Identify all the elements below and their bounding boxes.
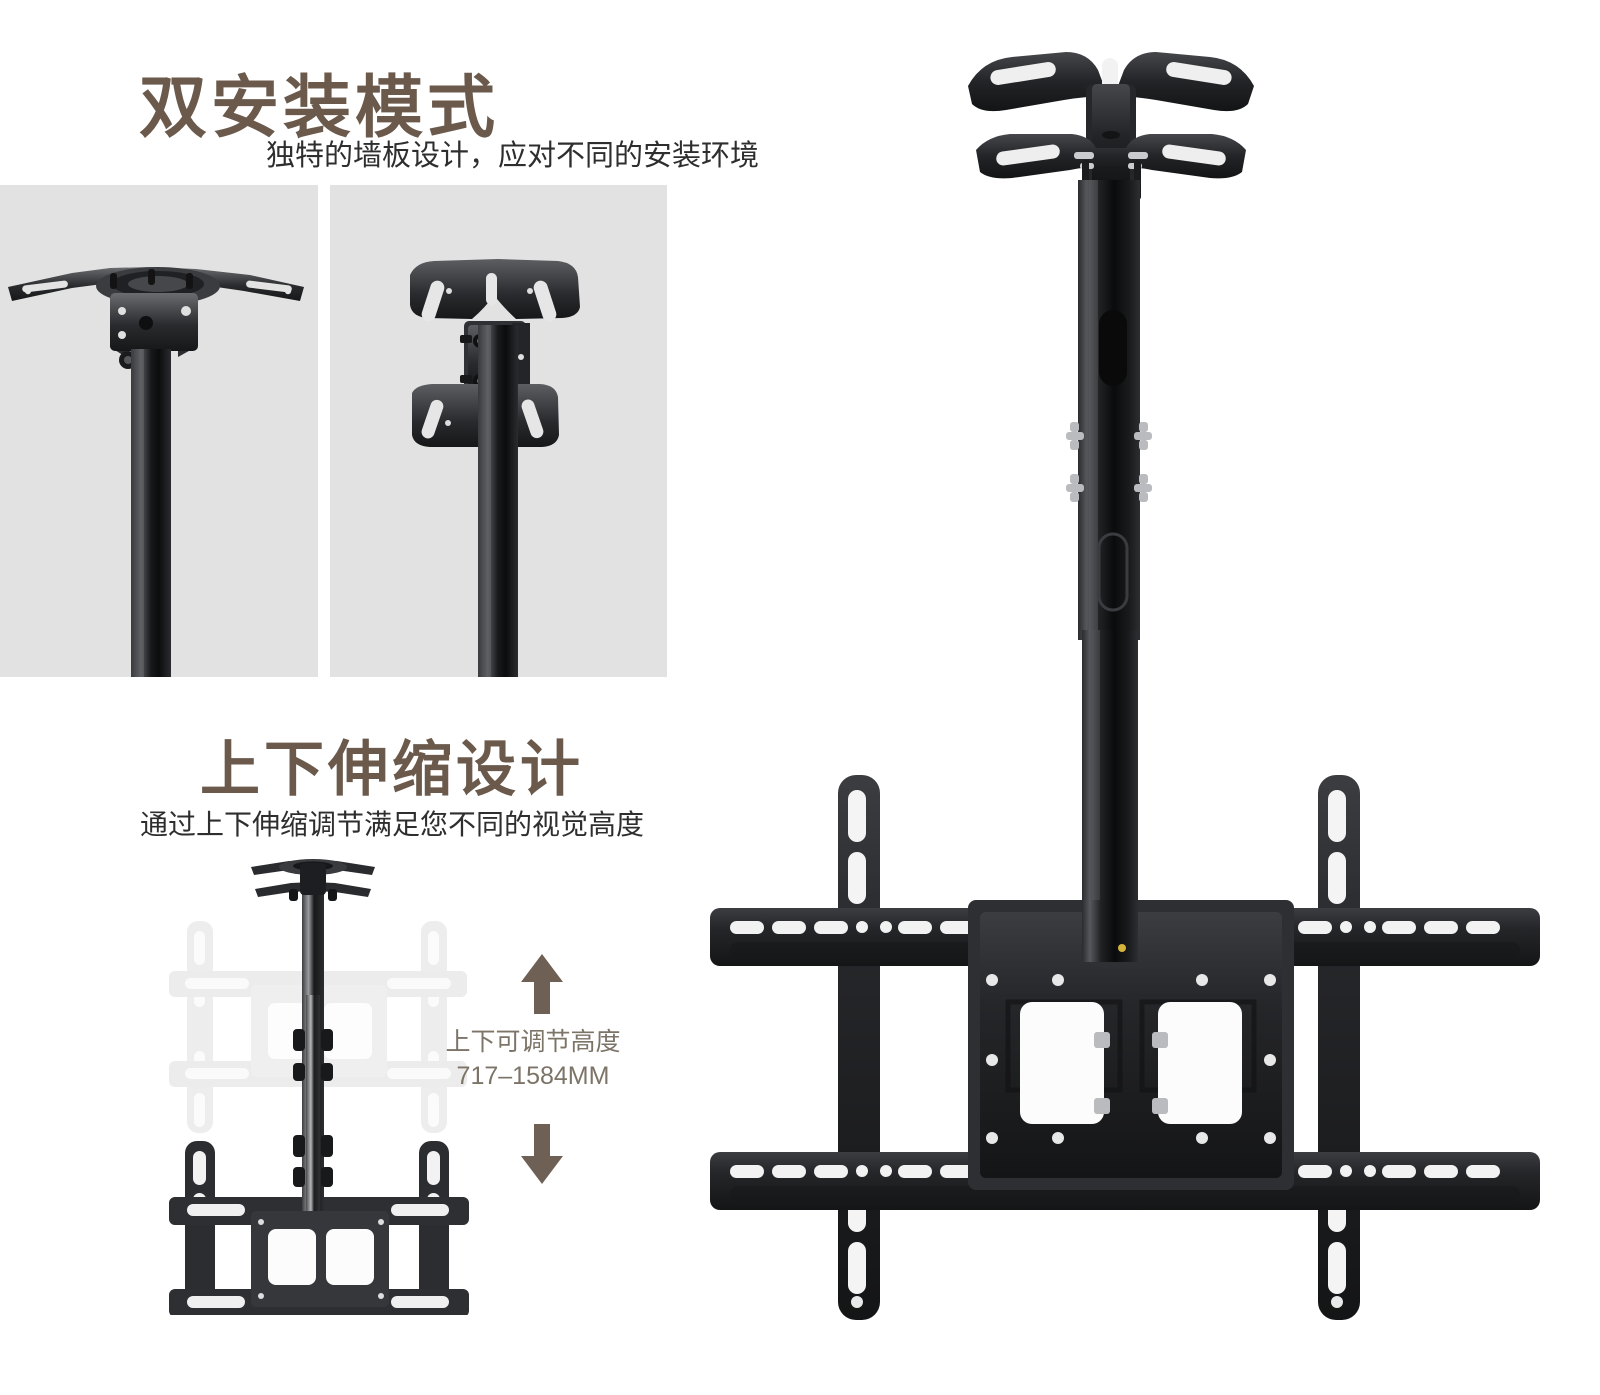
dual-mount-subtitle: 独特的墙板设计，应对不同的安装环境	[266, 140, 760, 172]
height-range-caption: 上下可调节高度 717–1584MM	[443, 1025, 623, 1093]
dual-mount-title: 双安装模式	[139, 69, 500, 146]
ceiling-mount-photo	[0, 185, 318, 677]
telescoping-diagram	[155, 845, 485, 1317]
ceiling-mount-plate	[968, 52, 1254, 200]
arrow-up-icon	[519, 952, 565, 1016]
height-range-label: 上下可调节高度	[445, 1028, 621, 1056]
telescoping-illustration	[169, 859, 469, 1317]
hero-illustration	[710, 52, 1540, 1320]
ceiling-mount-illustration	[8, 267, 304, 677]
height-range-value: 717–1584MM	[456, 1062, 610, 1090]
arrow-down-icon	[519, 1122, 565, 1186]
vertical-tv-arm-right	[1318, 775, 1360, 1320]
pole-clamp-bolts	[1066, 422, 1152, 502]
vertical-tv-arm-left	[838, 775, 880, 1320]
telescoping-pole	[1066, 180, 1152, 980]
ceiling-tv-mount-hero-image	[690, 0, 1600, 1390]
telescopic-subtitle: 通过上下伸缩调节满足您不同的视觉高度	[140, 809, 645, 840]
wall-mount-photo	[330, 185, 667, 677]
ceiling-plate-small	[251, 859, 375, 901]
tv-bracket-assembly	[710, 775, 1540, 1320]
wall-mount-illustration	[410, 259, 580, 677]
vesa-mounting-plate	[968, 900, 1294, 1190]
solid-bracket	[169, 1141, 469, 1317]
telescopic-title: 上下伸缩设计	[200, 736, 584, 804]
